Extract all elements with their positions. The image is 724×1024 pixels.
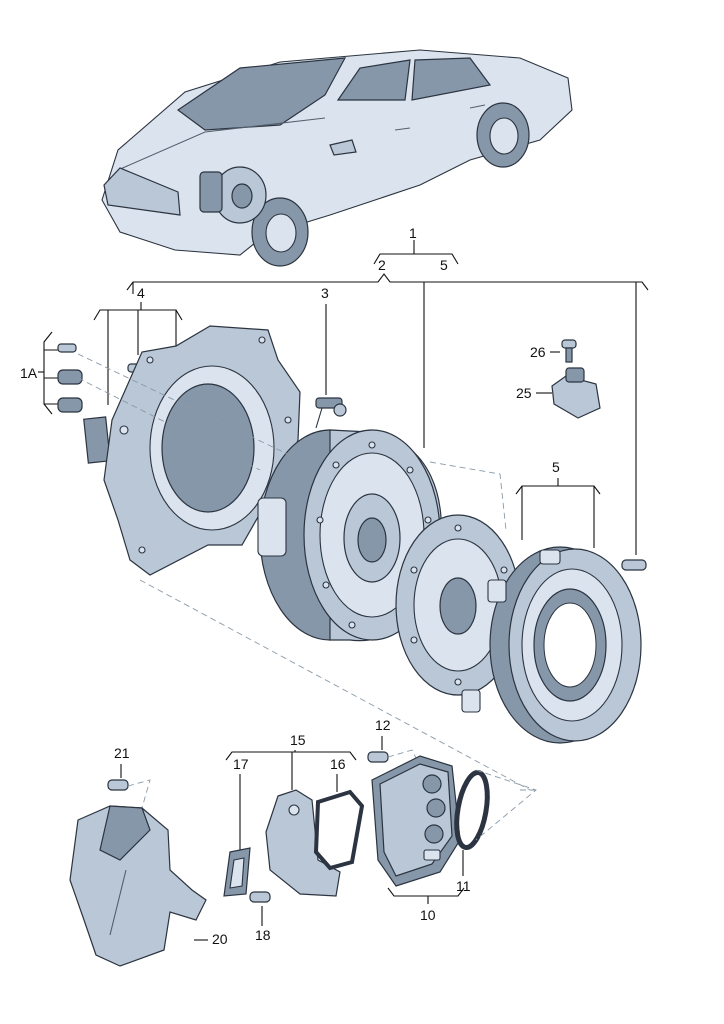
callout-4-label: 4: [137, 285, 145, 301]
callout-1A-label: 1A: [20, 365, 38, 381]
seal-part-16: [313, 789, 365, 871]
callout-17-label: 17: [233, 756, 249, 772]
callout-2-bracket: [126, 273, 649, 555]
callout-4-bracket: [93, 302, 183, 405]
callout-5-right-label: 5: [552, 459, 560, 475]
callout-5-bracket: [515, 478, 601, 548]
bolt-part-right: [621, 559, 647, 571]
bolt-1A-large-2: [57, 397, 83, 413]
callout-15-label: 15: [290, 732, 306, 748]
callout-12-label: 12: [375, 717, 391, 733]
adapter-plate: [103, 325, 301, 576]
callout-1A-bracket: [38, 331, 60, 415]
gasket-part-17: [223, 847, 251, 897]
bolt-21-dash: [127, 779, 151, 816]
bracket-part-25: [551, 367, 601, 419]
bolt-part-12: [367, 751, 389, 763]
motor-bolt-ring: [316, 441, 432, 629]
callout-18-label: 18: [255, 927, 271, 943]
ring-gear-part-5: [461, 546, 642, 744]
seal-11-dash: [475, 769, 537, 841]
callout-10-label: 10: [420, 907, 436, 923]
clutch-disc: [395, 514, 521, 696]
callout-3-label: 3: [321, 285, 329, 301]
valve-body-part-10: [371, 755, 461, 887]
callout-20-label: 20: [212, 931, 228, 947]
sensor-part-3: [315, 397, 347, 429]
callout-5-top-label: 5: [440, 257, 448, 273]
bolt-12-dash: [387, 749, 421, 767]
vehicle-illustration: [101, 49, 573, 267]
callout-15-bracket: [225, 750, 357, 790]
bolt-1A-small: [57, 343, 77, 353]
callout-25-label: 25: [516, 385, 532, 401]
callout-21-label: 21: [114, 745, 130, 761]
callout-10-bracket: [387, 887, 465, 904]
electric-motor-part-2: [257, 429, 442, 642]
bolt-part-21: [107, 779, 129, 791]
gasket-strip: [83, 416, 111, 464]
callout-16-label: 16: [330, 756, 346, 772]
seal-ring-part-11: [454, 769, 490, 851]
bolt-part-26: [561, 339, 577, 363]
bracket-part-15: [265, 789, 341, 897]
callout-26-label: 26: [530, 344, 546, 360]
callout-1-label: 1: [409, 225, 417, 241]
bolt-1A-large-1: [57, 369, 83, 385]
bolt-part-18: [249, 891, 271, 903]
callout-1-bracket: [373, 240, 459, 265]
callout-2-label: 2: [378, 257, 386, 273]
assembly-dashed-lines: [77, 353, 536, 791]
cover-part-20: [69, 805, 207, 967]
callout-11-label: 11: [456, 878, 471, 894]
